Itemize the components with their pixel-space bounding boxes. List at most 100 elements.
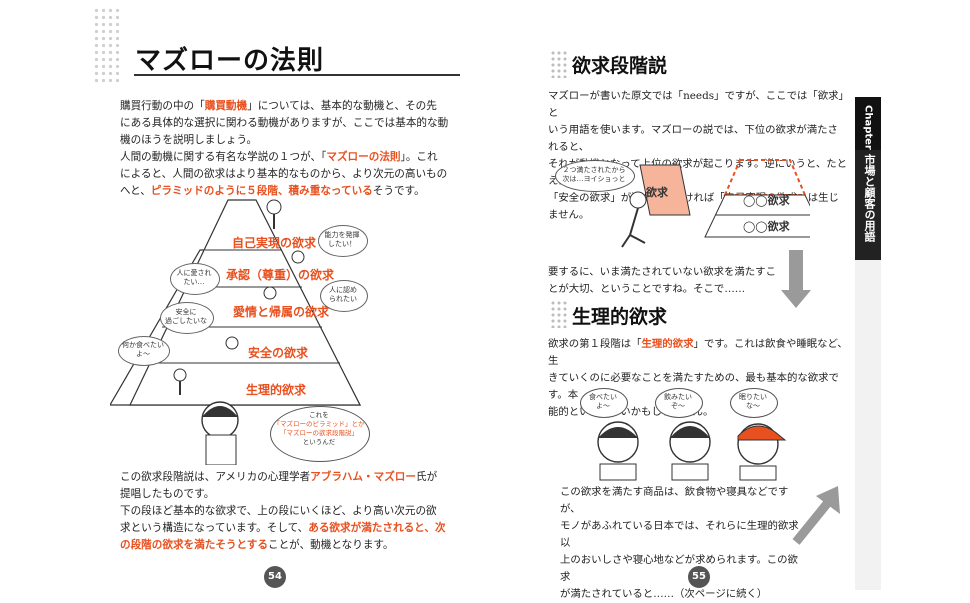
speech-bubble (580, 388, 628, 418)
speech-bubble (555, 160, 635, 192)
figure-body (629, 207, 639, 236)
text-line: モノがあふれている日本では、それらに生理的欲求以 (560, 520, 799, 549)
text-line: 要するに、いま満たされていない欲求を満たすこ (548, 266, 776, 278)
section2-paragraph-2: この欲求を満たす商品は、飲食物や寝具などですが、 モノがあふれている日本では、そ… (560, 484, 805, 603)
text-span: ことが、動機となります。 (268, 539, 394, 551)
highlight-text: アブラハム・マズロー (310, 471, 416, 483)
text-line: これを (309, 411, 329, 419)
arrow-up-right-icon (792, 486, 840, 545)
figure-leg (621, 234, 631, 248)
bubble-eat: 何か食べたい よ～ (122, 341, 164, 358)
highlight-text: マズローの法則 (326, 151, 401, 163)
text-line: とが大切、ということですね。そこで…… (548, 283, 746, 295)
text-span: 求という構造になっています。そして、 (120, 522, 309, 534)
three-people-illustration (597, 421, 787, 481)
text-span: へと、 (120, 185, 151, 197)
bubble-eat: 食べたい よ～ (589, 393, 617, 410)
person-body (599, 463, 637, 481)
text-span: 」です。これは飲食や睡眠など、生 (548, 338, 848, 367)
missing-top-tier (723, 159, 807, 196)
speech-bubble (730, 388, 778, 418)
text-span: 人間の動機に関する有名な学説の１つが、「 (120, 151, 327, 163)
figure-head (173, 368, 187, 382)
text-line: が満たされていると……（次ページに続く） (560, 588, 768, 600)
bubble-capability: 能力を発揮 したい！ (324, 231, 360, 248)
left-page: マズローの法則 購買行動の中の「購買動機」については、基本的な動機と、その先 に… (0, 0, 485, 600)
text-line: 機のほうを説明しましょう。 (120, 134, 258, 146)
figure-head (291, 250, 305, 264)
chapter-title: 市場と顧客の用語 (863, 154, 876, 242)
text-span: この欲求段階説は、アメリカの心理学者 (120, 471, 311, 483)
speech-bubble (320, 280, 368, 312)
level-esteem: 承認（尊重）の欲求 (226, 268, 335, 282)
person-body (739, 465, 777, 481)
bubble-safe: 安全に 過ごしたいな (165, 308, 207, 325)
title-underline (134, 74, 460, 76)
person-cap (737, 425, 787, 441)
text-line: この欲求を満たす商品は、飲食物や寝具などですが、 (560, 486, 789, 515)
person-hair (670, 426, 710, 438)
teacher-speech-bubble (270, 406, 370, 462)
pyramid-label: ◯◯欲求 (743, 194, 790, 207)
level-physiological: 生理的欲求 (246, 383, 307, 397)
text-line: マズローが書いた原文では「needs」ですが、ここでは「欲求」と (548, 90, 844, 119)
highlight-text: 購買動機 (204, 100, 248, 112)
pyramid-label: ◯◯欲求 (743, 220, 790, 233)
speech-bubble (318, 225, 368, 257)
figure-head (263, 286, 277, 300)
text-line: 提唱したものです。 (120, 488, 215, 500)
text-span: 購買行動の中の「 (120, 100, 205, 112)
figure-head (225, 336, 239, 350)
text-span: 欲求の第１段階は「 (548, 338, 642, 350)
figure-head (266, 199, 282, 215)
chapter-tab-strip (855, 260, 881, 590)
text-line: というんだ (302, 438, 336, 446)
page-number: 55 (688, 566, 710, 588)
text-span: 」。これ (400, 151, 438, 163)
bubble-loved: 人に愛され たい… (176, 269, 212, 286)
highlight-text: ピラミッドのように５段階、積み重なっている (150, 185, 373, 197)
text-span: そうです。 (372, 185, 425, 197)
decorative-dots (93, 7, 123, 85)
section-title-physiological: 生理的欲求 (572, 306, 668, 328)
text-span: 氏が (416, 471, 438, 483)
section-title-hierarchy: 欲求段階説 (572, 55, 668, 77)
highlight-text: の段階の欲求を満たそうとする (120, 539, 268, 551)
level-self-actualization: 自己実現の欲求 (232, 236, 317, 250)
speech-bubble (118, 336, 170, 366)
text-line: 「マズローの欲求段階説」 (280, 429, 358, 437)
figure-head (629, 191, 647, 209)
paragraph-1: 購買行動の中の「購買動機」については、基本的な動機と、その先 にある具体的な選択… (120, 98, 470, 149)
page-number: 54 (264, 566, 286, 588)
paragraph-4: 下の段ほど基本的な欲求で、上の段にいくほど、より高い次元の欲 求という構造になっ… (120, 503, 470, 554)
speech-bubble (160, 302, 214, 334)
bubble-drink: 飲みたい ぞ～ (664, 393, 692, 410)
chapter-title-bg (855, 150, 881, 260)
section1-paragraph: マズローが書いた原文では「needs」ですが、ここでは「欲求」と いう用語を使い… (548, 88, 848, 224)
highlight-text: 生理的欲求 (641, 338, 694, 350)
section-marker (550, 300, 568, 328)
paragraph-2: 人間の動機に関する有名な学説の１つが、「マズローの法則」。これ によると、人間の… (120, 149, 470, 200)
level-safety: 安全の欲求 (248, 346, 309, 360)
carry-label: 欲求 (646, 186, 668, 199)
pyramid-body (129, 199, 361, 406)
text-line: きていくのに必要なことを満たすための、最も基本的な欲求です。本 (548, 372, 839, 401)
teacher-hair (202, 406, 238, 417)
level-love-belonging: 愛情と帰属の欲求 (233, 305, 330, 319)
pyramid-tiers (704, 194, 810, 238)
teacher-bubble-text: これを 「マズローのピラミッド」とか 「マズローの欲求段階説」 というんだ (270, 411, 368, 447)
person-hair (598, 427, 638, 438)
carry-block-illustration (621, 159, 810, 248)
chapter-label: Chapter 2 (862, 105, 874, 161)
paragraph-3: この欲求段階説は、アメリカの心理学者アブラハム・マズロー氏が 提唱したものです。 (120, 469, 470, 503)
climber-bubble: ２つ満たされたから 次は…ヨイショっと (562, 166, 626, 183)
section-marker (550, 50, 568, 78)
text-span: 」については、基本的な動機と、その先 (247, 100, 437, 112)
teacher-body (205, 434, 237, 465)
maslow-pyramid-illustration (110, 199, 361, 465)
page-title: マズローの法則 (135, 46, 325, 76)
section1-paragraph-2: 要するに、いま満たされていない欲求を満たすこ とが大切、ということですね。そこで… (548, 264, 788, 298)
speech-bubble (655, 388, 703, 418)
bubble-recognized: 人に認め られたい (329, 286, 357, 303)
text-line: 「マズローのピラミッド」とか (273, 420, 365, 428)
